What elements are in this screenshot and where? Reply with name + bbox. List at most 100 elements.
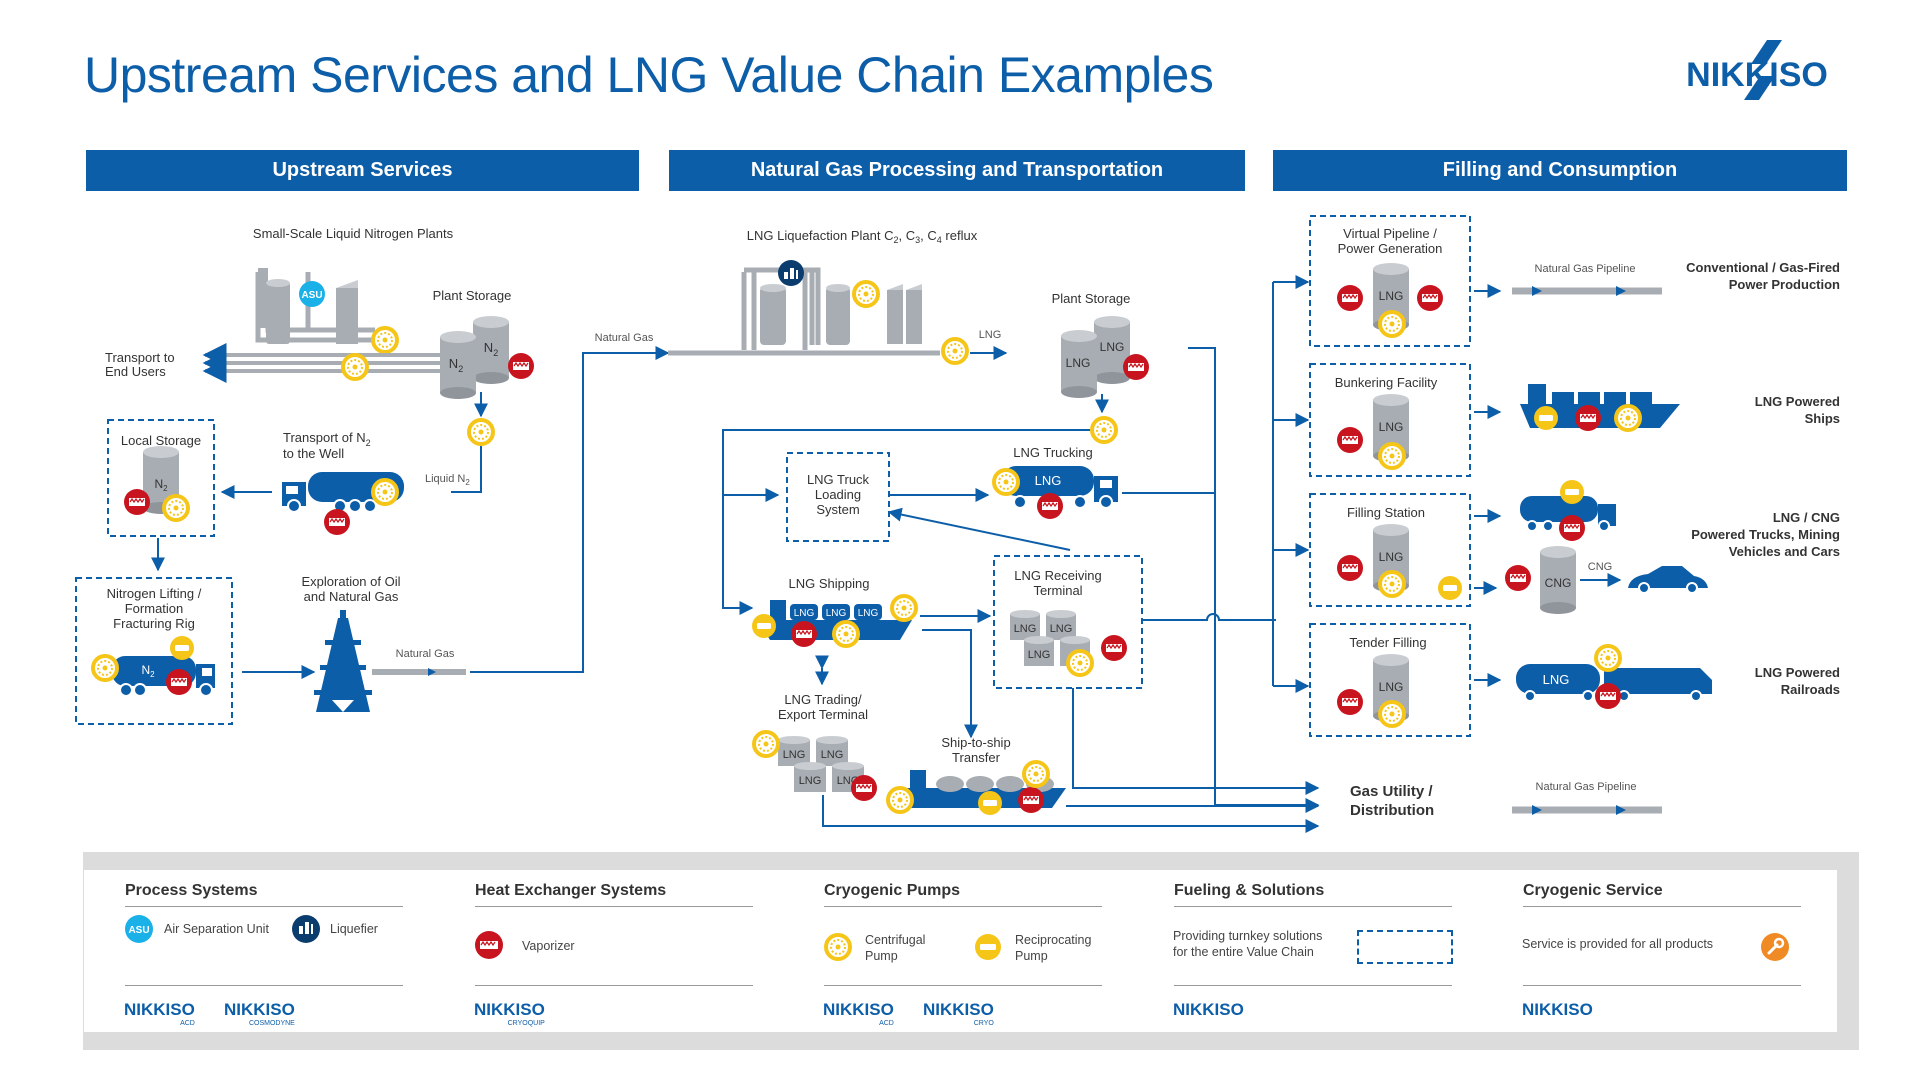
vaporizer-icon	[1336, 284, 1364, 312]
reciprocating-pump-icon	[1534, 406, 1558, 430]
ng-pipeline-label-2: Natural Gas Pipeline	[1536, 781, 1637, 793]
reciprocating-pump-icon	[170, 636, 194, 660]
svg-text:Power Production: Power Production	[1729, 277, 1840, 292]
wrench-icon	[1761, 933, 1789, 961]
liquefier-icon	[292, 915, 320, 943]
vaporizer-icon	[1100, 634, 1128, 662]
liquefaction-plant-icon	[741, 267, 922, 350]
lng-plant-storage-label: Plant Storage	[1052, 291, 1131, 306]
centrifugal-pump-icon	[371, 478, 399, 506]
exploration-label: Exploration of Oil	[302, 574, 401, 589]
vaporizer-icon	[1574, 404, 1602, 432]
centrifugal-pump-icon	[1090, 416, 1118, 444]
svg-text:ASU: ASU	[301, 290, 322, 301]
vaporizer-icon	[1504, 564, 1532, 592]
svg-text:LNG: LNG	[1035, 473, 1062, 488]
svg-text:Fracturing Rig: Fracturing Rig	[113, 616, 195, 631]
vaporizer-icon	[1017, 786, 1045, 814]
vaporizer-icon	[790, 620, 818, 648]
n2-tank-label: N2	[449, 356, 463, 374]
nikkiso-logo-small: NIKKISO	[1522, 1000, 1593, 1019]
svg-text:and Natural Gas: and Natural Gas	[304, 589, 399, 604]
vaporizer-icon	[1036, 492, 1064, 520]
svg-text:System: System	[816, 502, 859, 517]
svg-text:LNG: LNG	[826, 608, 847, 619]
centrifugal-pump-icon	[1614, 404, 1642, 432]
legend-label: Vaporizer	[522, 939, 575, 953]
n2-tank-label: N2	[484, 340, 498, 358]
liquid-n2-label: Liquid N2	[425, 473, 470, 487]
legend-title: Cryogenic Service	[1523, 882, 1663, 899]
railroads-label: LNG Powered	[1755, 665, 1840, 680]
vaporizer-icon	[1336, 688, 1364, 716]
svg-text:LNG: LNG	[1379, 550, 1404, 564]
plant-storage-label: Plant Storage	[433, 288, 512, 303]
svg-text:N2: N2	[141, 663, 155, 679]
svg-text:to the Well: to the Well	[283, 446, 344, 461]
reciprocating-pump-icon	[978, 791, 1002, 815]
svg-text:Power Generation: Power Generation	[1338, 241, 1443, 256]
svg-text:Export Terminal: Export Terminal	[778, 707, 868, 722]
trading-tanks	[778, 736, 864, 792]
truck-loading-box	[786, 452, 890, 542]
nikkiso-cryo-logo: NIKKISO CRYO	[923, 1000, 994, 1027]
svg-text:LNG: LNG	[821, 749, 844, 761]
centrifugal-pump-icon	[341, 353, 369, 381]
nikkiso-acd-logo: NIKKISO ACD	[823, 1000, 894, 1027]
svg-text:Formation: Formation	[125, 601, 184, 616]
svg-text:End Users: End Users	[105, 364, 166, 379]
vaporizer-icon	[123, 488, 151, 516]
natural-gas-label: Natural Gas	[396, 648, 455, 660]
svg-text:LNG: LNG	[1050, 623, 1073, 635]
svg-text:LNG: LNG	[1066, 356, 1091, 370]
truck-loading-label: LNG Truck	[807, 472, 870, 487]
liquefier-icon	[778, 260, 804, 286]
lng-flow-label: LNG	[979, 329, 1002, 341]
lng-trucking-label: LNG Trucking	[1013, 445, 1092, 460]
svg-text:Distribution: Distribution	[1350, 802, 1434, 819]
legend-label: Liquefier	[330, 922, 378, 936]
svg-text:NIKKISO: NIKKISO	[1686, 56, 1828, 94]
svg-text:LNG: LNG	[1379, 289, 1404, 303]
legend-label: Service is provided for all products	[1522, 937, 1714, 951]
divider	[125, 906, 403, 907]
legend-title: Heat Exchanger Systems	[475, 882, 667, 899]
filling-station-label: Filling Station	[1347, 505, 1425, 520]
divider	[1174, 906, 1452, 907]
lng-truck	[1520, 496, 1616, 532]
nikkiso-cryoquip-logo: NIKKISO CRYOQUIP	[474, 1000, 545, 1027]
svg-text:Powered Trucks, Mining: Powered Trucks, Mining	[1691, 527, 1840, 542]
reciprocating-pump-icon	[975, 934, 1001, 960]
divider	[475, 906, 753, 907]
svg-text:LNG: LNG	[794, 608, 815, 619]
vaporizer-icon	[165, 668, 193, 696]
svg-text:CNG: CNG	[1545, 576, 1572, 590]
lng-locomotive	[1516, 664, 1712, 702]
asu-icon	[299, 281, 325, 307]
ng-pipeline-label: Natural Gas Pipeline	[1535, 263, 1636, 275]
centrifugal-pump-icon	[91, 654, 119, 682]
local-storage-label: Local Storage	[121, 433, 201, 448]
centrifugal-pump-icon	[832, 620, 860, 648]
svg-text:LNG: LNG	[1379, 420, 1404, 434]
vaporizer-icon	[1336, 554, 1364, 582]
trading-terminal-label: LNG Trading/	[784, 692, 862, 707]
reciprocating-pump-icon	[1438, 576, 1462, 600]
section-upstream: Upstream Services	[86, 150, 639, 191]
vaporizer-icon	[1336, 426, 1364, 454]
receiving-terminal-box	[993, 555, 1143, 689]
virtual-pipeline-box	[1309, 215, 1471, 347]
centrifugal-pump-icon	[1378, 570, 1406, 598]
svg-text:LNG: LNG	[799, 775, 822, 787]
receiving-terminal-label: LNG Receiving	[1014, 568, 1101, 583]
centrifugal-pump-icon	[992, 468, 1020, 496]
centrifugal-pump-icon	[852, 280, 880, 308]
legend-heat-exchanger: Heat Exchanger Systems Vaporizer NIKKISO…	[434, 870, 789, 1032]
rig-box	[75, 577, 233, 725]
centrifugal-pump-icon	[1066, 649, 1094, 677]
divider	[125, 985, 403, 986]
liquefaction-label: LNG Liquefaction Plant C2, C3, C4 reflux	[747, 228, 978, 245]
nikkiso-logo-small: NIKKISO	[1173, 1000, 1244, 1019]
vaporizer-icon	[323, 508, 351, 536]
